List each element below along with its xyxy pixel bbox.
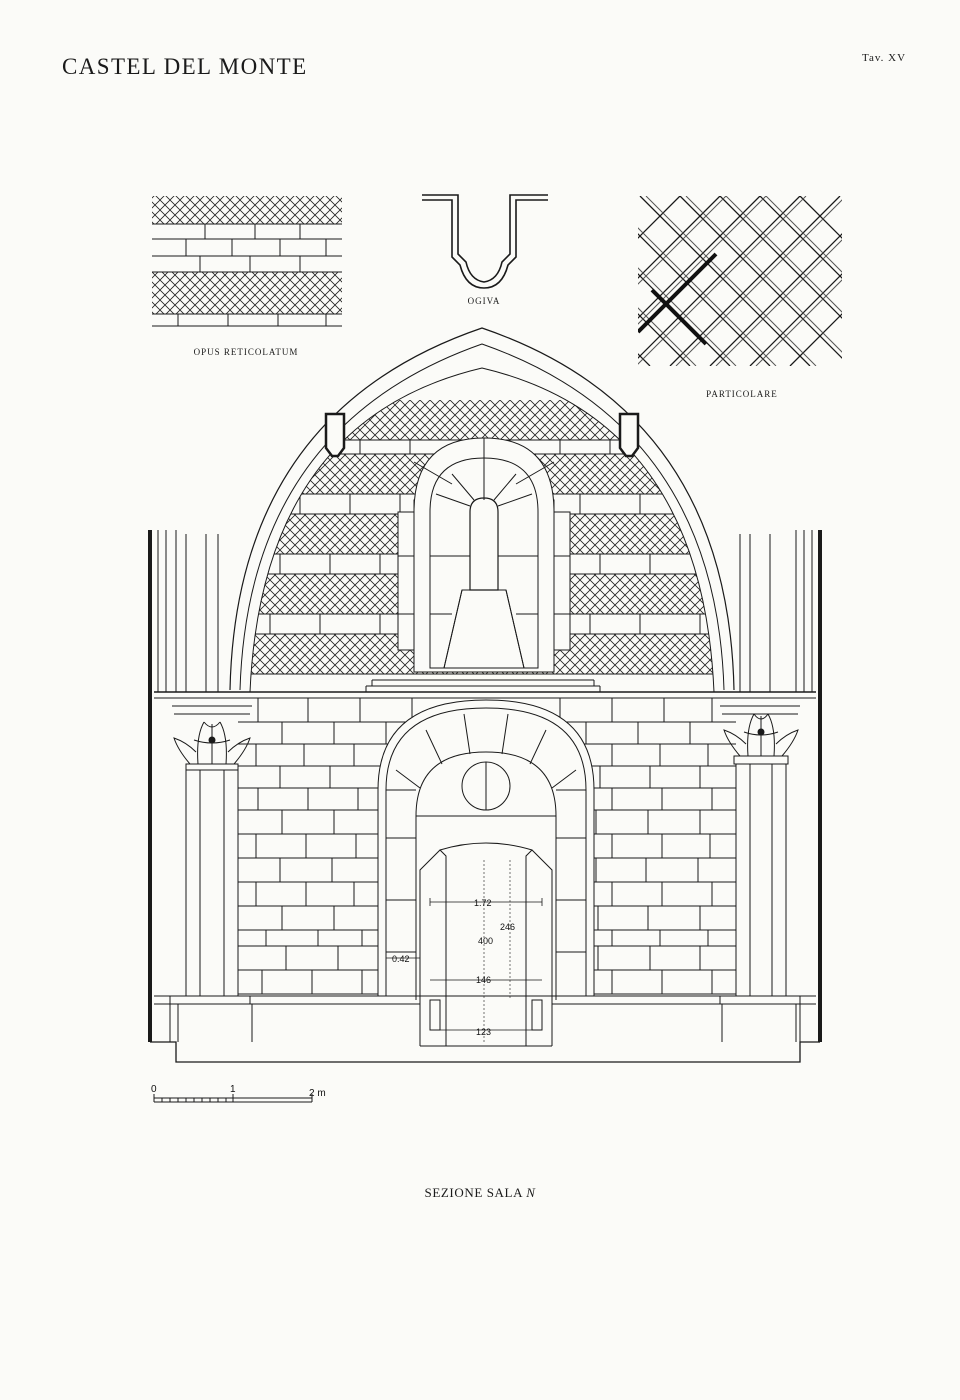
plate-number: Tav. XV	[862, 52, 907, 64]
scale-zero: 0	[151, 1084, 157, 1095]
ogiva-profile	[422, 194, 548, 289]
left-capital	[172, 705, 252, 996]
scale-one: 1	[230, 1084, 236, 1095]
section-caption: SEZIONE SALA N	[0, 1185, 960, 1201]
section-caption-text: SEZIONE SALA	[424, 1185, 523, 1200]
dim-door-width-mid: 146	[476, 975, 491, 985]
particolare-detail	[638, 196, 842, 366]
opus-caption: OPUS RETICOLATUM	[194, 347, 299, 357]
particolare-caption: PARTICOLARE	[706, 389, 778, 399]
ogiva-caption: OGIVA	[468, 296, 501, 306]
section-caption-room: N	[526, 1185, 536, 1200]
scale-bar	[153, 1094, 313, 1103]
dim-door-width-base: 123	[476, 1027, 491, 1037]
scale-two: 2 m	[309, 1088, 326, 1099]
dim-door-height-inner: 246	[500, 922, 515, 932]
dim-door-height: 400	[478, 936, 493, 946]
section-elevation	[148, 327, 822, 1063]
opus-reticolatum-detail	[152, 196, 342, 327]
plate-title: CASTEL DEL MONTE	[62, 54, 308, 79]
dim-jamb-depth: 0.42	[392, 954, 410, 964]
right-capital	[720, 705, 800, 996]
dim-door-width: 1.72	[474, 898, 492, 908]
doorway	[377, 699, 595, 997]
